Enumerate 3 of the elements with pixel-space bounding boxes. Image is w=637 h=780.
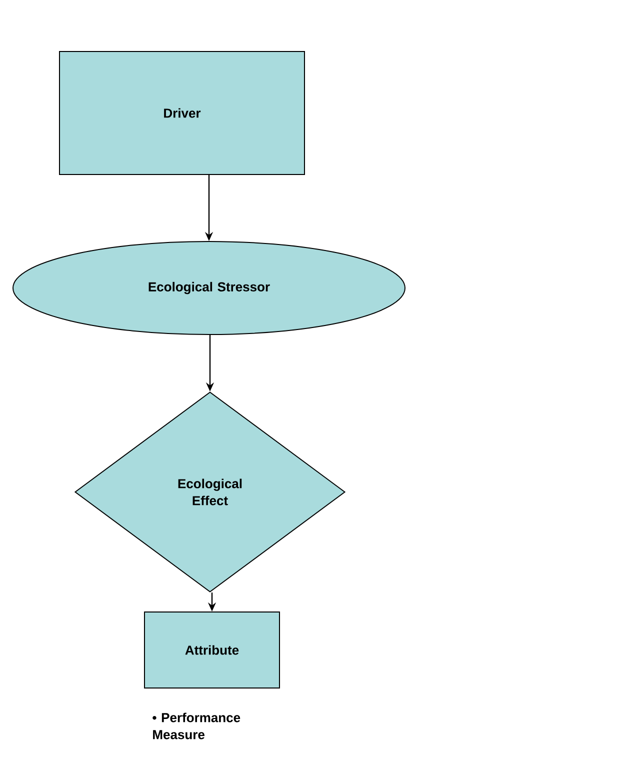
process-box: Driver <box>59 51 305 175</box>
bullet-item: • Performance Measure <box>152 712 240 740</box>
process-box: Attribute <box>144 612 280 688</box>
